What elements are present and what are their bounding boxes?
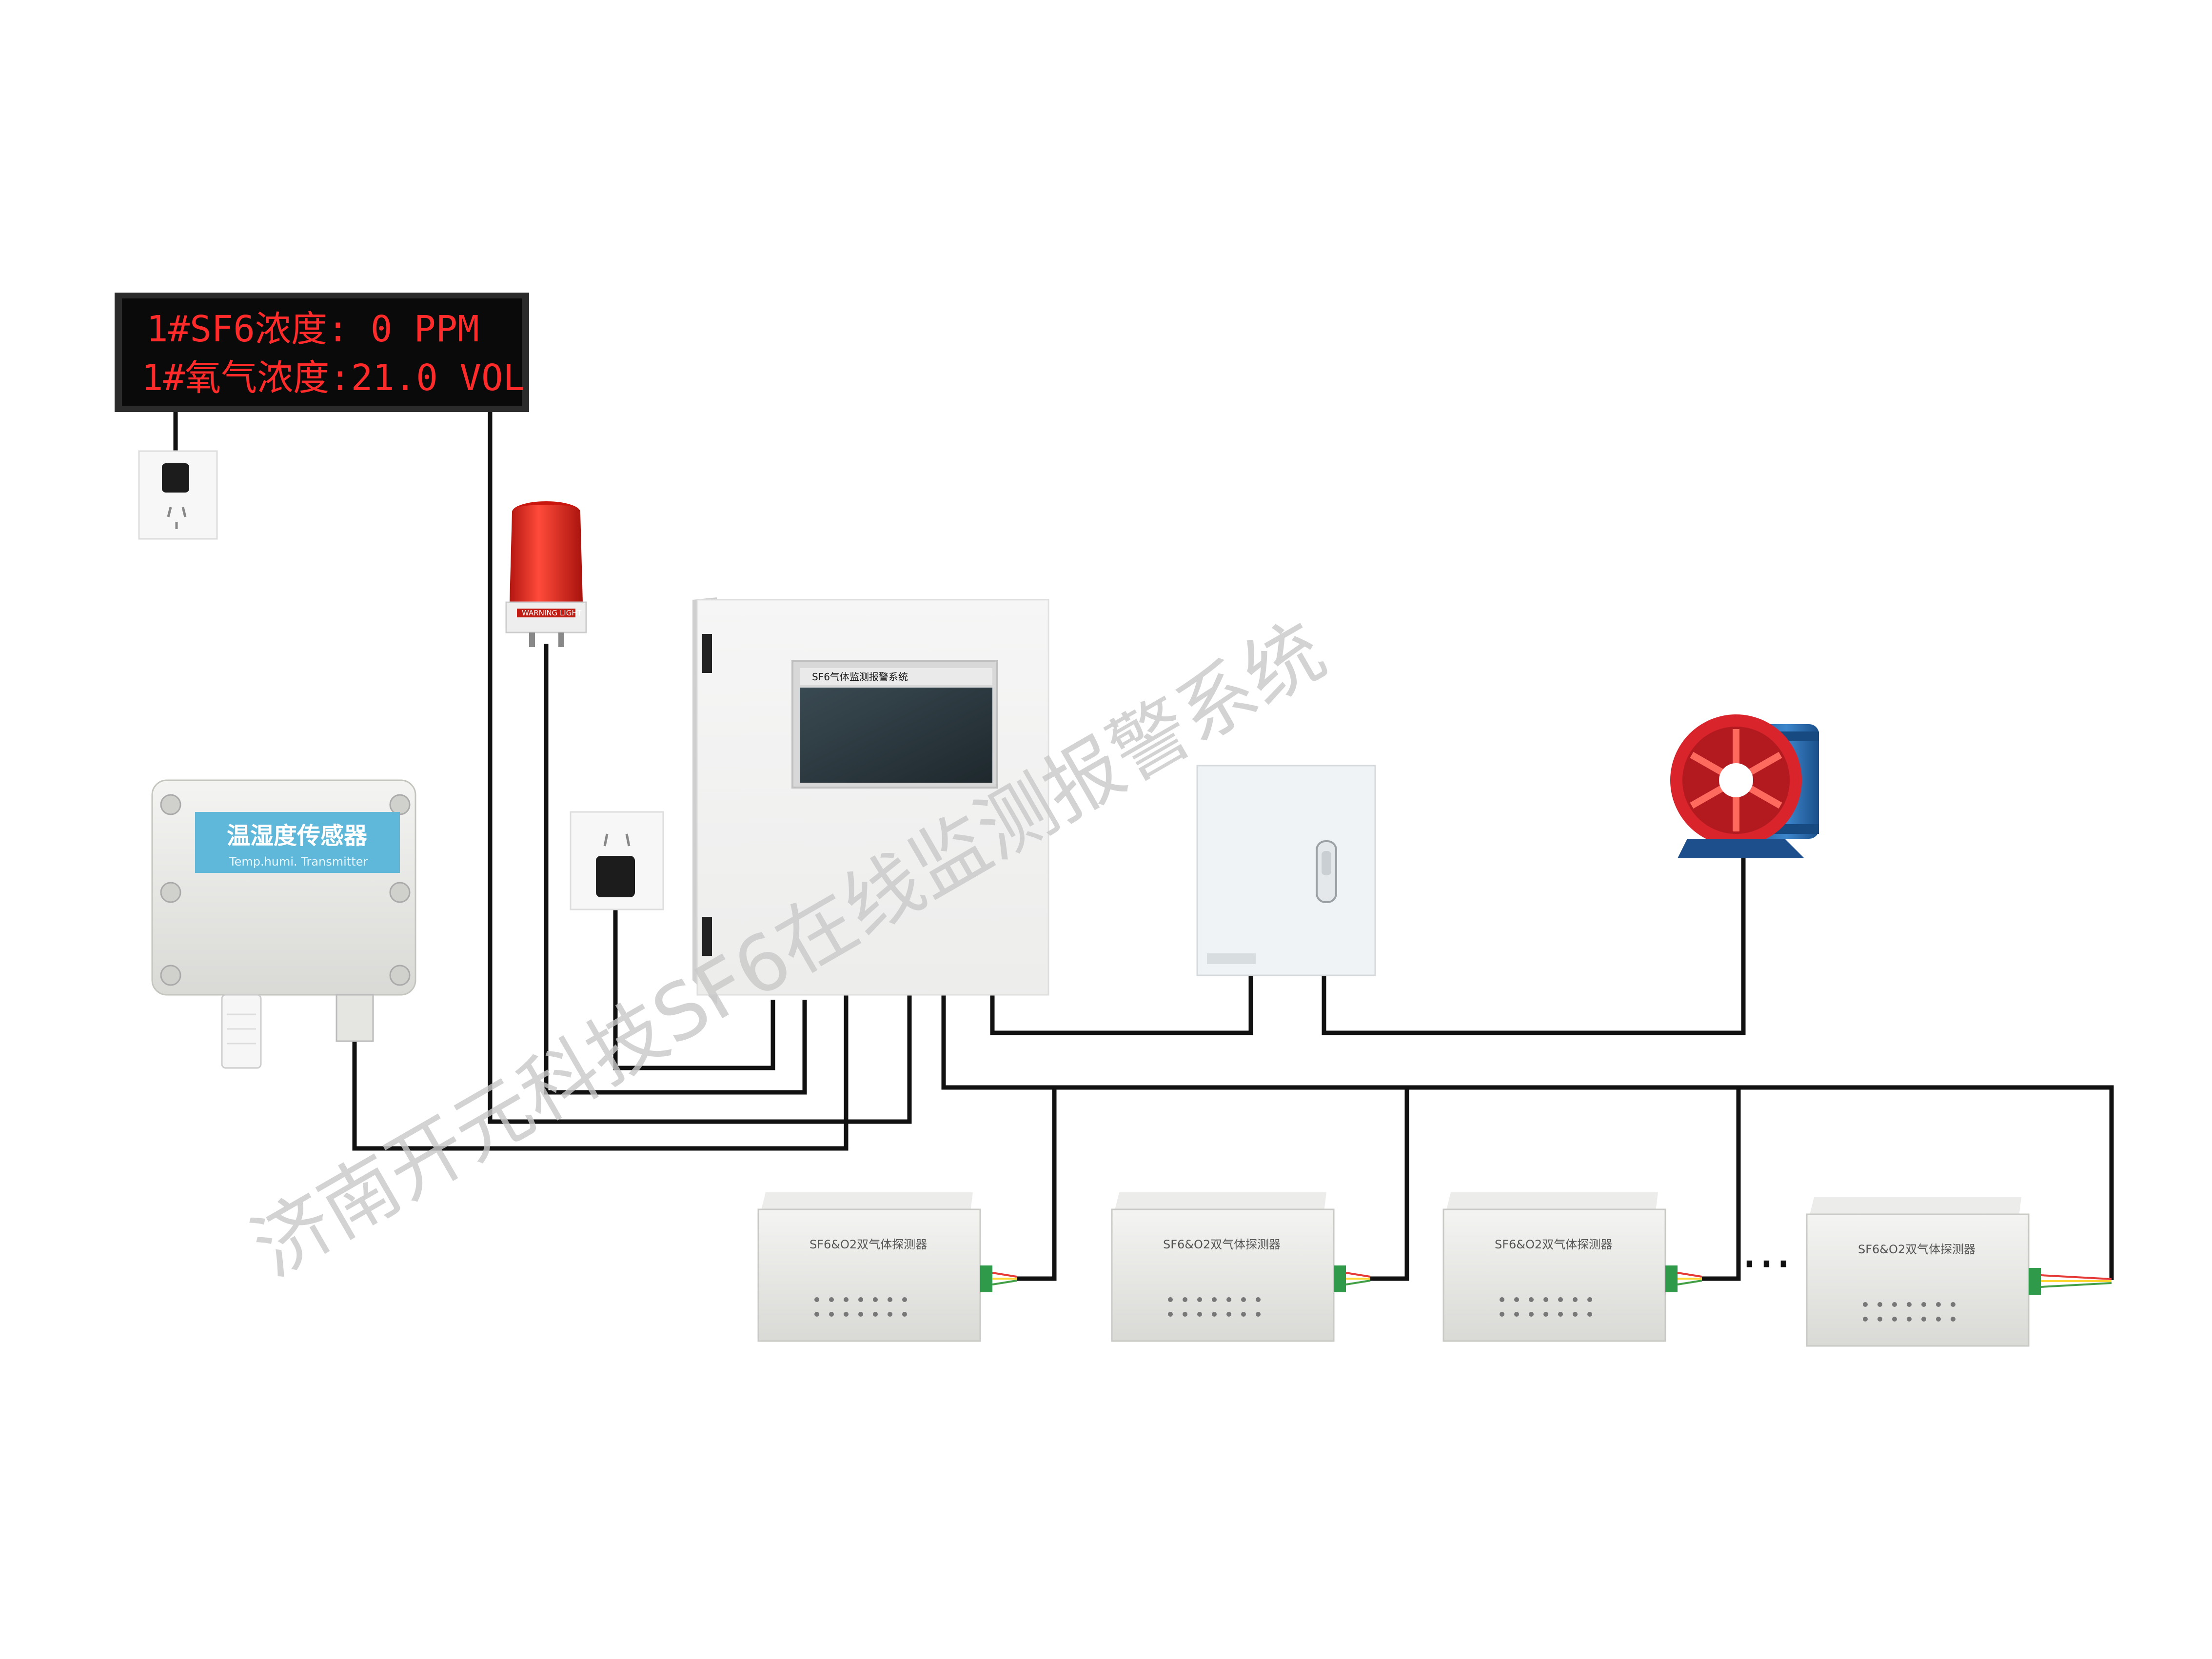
controller-screen-title: SF6气体监测报警系统 (812, 671, 908, 683)
touch-screen (800, 688, 992, 783)
detector-label: SF6&O2双气体探测器 (810, 1238, 927, 1251)
detector-label: SF6&O2双气体探测器 (1858, 1243, 1975, 1256)
cable-gland-icon (336, 994, 374, 1042)
terminal-icon (1334, 1265, 1346, 1292)
terminal-icon (2029, 1268, 2041, 1295)
probe-icon (221, 994, 262, 1069)
detector-2: SF6&O2双气体探测器 (1111, 1192, 1371, 1342)
terminal-icon (980, 1265, 992, 1292)
detector-label: SF6&O2双气体探测器 (1495, 1238, 1612, 1251)
wiring (173, 410, 2114, 1281)
power-socket-left (138, 450, 218, 540)
terminal-icon (1665, 1265, 1678, 1292)
more-detectors-ellipsis: ··· (1741, 1233, 1792, 1295)
led-display: 1#SF6浓度: 0 PPM 1#氧气浓度:21.0 VOL (115, 293, 529, 412)
detector-label: SF6&O2双气体探测器 (1163, 1238, 1281, 1251)
temp-humidity-sensor: 温湿度传感器 Temp.humi. Transmitter (151, 779, 416, 1069)
display-line-2: 1#氧气浓度:21.0 VOL (141, 357, 525, 399)
plug-icon (162, 463, 189, 493)
detector-4: SF6&O2双气体探测器 (1806, 1197, 2112, 1347)
display-line-1: 1#SF6浓度: 0 PPM (146, 308, 479, 350)
power-socket-middle (570, 811, 664, 910)
beacon-icon (510, 505, 583, 602)
sensor-subtitle: Temp.humi. Transmitter (229, 855, 368, 869)
warning-light: WARNING LIGHT (505, 501, 587, 647)
detector-3: SF6&O2双气体探测器 (1442, 1192, 1702, 1342)
power-control-box (1196, 765, 1376, 976)
warning-light-label: WARNING LIGHT (522, 609, 582, 617)
main-controller: SF6气体监测报警系统 (692, 597, 1049, 1005)
sensor-title: 温湿度传感器 (227, 822, 368, 849)
axial-fan (1670, 714, 1819, 858)
detector-1: SF6&O2双气体探测器 (757, 1192, 1017, 1342)
plug-icon (596, 856, 635, 897)
